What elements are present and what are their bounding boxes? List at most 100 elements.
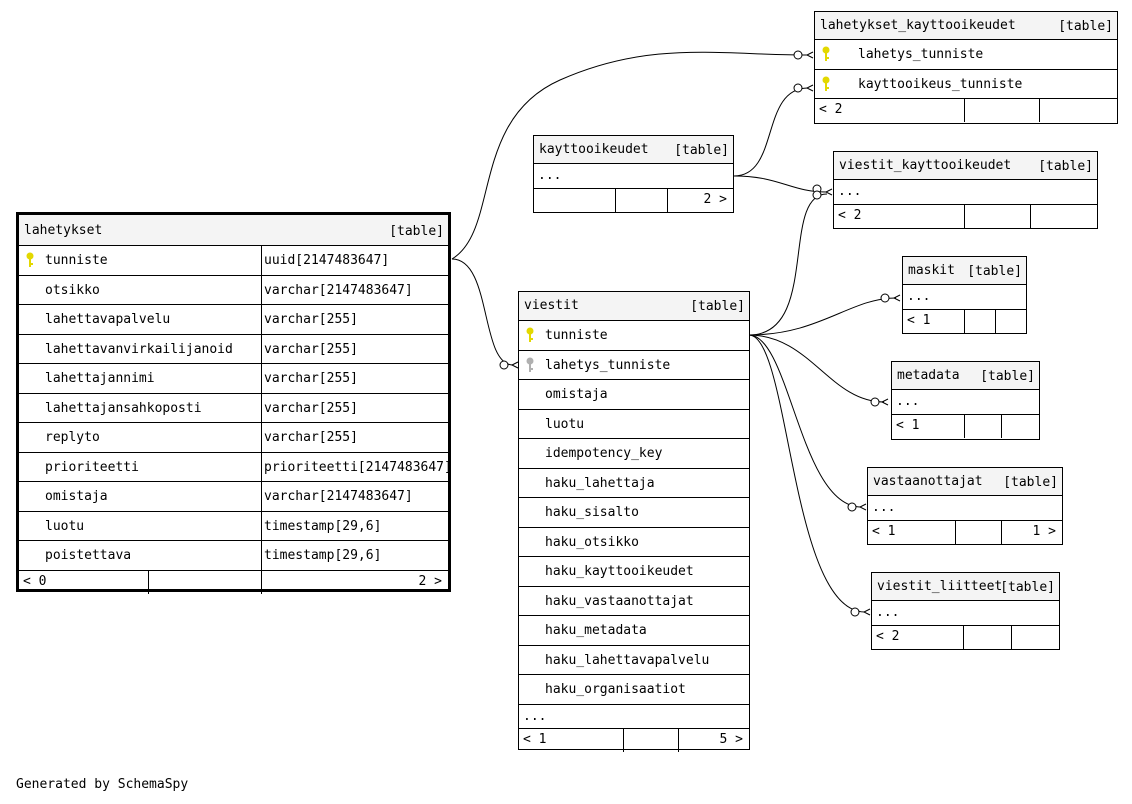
more-columns: ...	[838, 184, 862, 199]
column-name: haku_sisalto	[545, 505, 639, 520]
column-name: haku_metadata	[545, 623, 647, 638]
column-row: haku_metadata	[519, 616, 749, 646]
table-footer: < 2	[834, 205, 1097, 228]
column-name: tunniste	[45, 253, 108, 268]
table-footer: < 1 5 >	[519, 728, 749, 752]
table-name: lahetykset	[24, 223, 103, 238]
column-name: lahettajansahkoposti	[45, 400, 202, 416]
column-name: omistaja	[545, 387, 608, 402]
column-name: lahetys_tunniste	[858, 47, 984, 62]
table-name: vastaanottajat	[873, 474, 983, 489]
table-header: maskit[table]	[903, 257, 1026, 285]
children-count[interactable]: 2 >	[703, 192, 727, 207]
column-name: prioriteetti	[45, 459, 139, 475]
column-type: varchar[255]	[264, 341, 358, 357]
column-name: haku_lahettavapalvelu	[545, 652, 710, 668]
table-name: lahetykset_kayttooikeudet	[820, 18, 1016, 33]
column-name: haku_otsikko	[545, 534, 639, 550]
key-icon	[26, 252, 34, 267]
table-kayttooikeudet[interactable]: kayttooikeudet[table] ... 2 >	[533, 135, 734, 213]
column-name: haku_vastaanottajat	[545, 593, 694, 609]
column-row: haku_vastaanottajat	[519, 587, 749, 616]
link-kayttooikeudet-lahetykset-kayttooikeudet	[733, 87, 809, 177]
column-name: kayttooikeus_tunniste	[858, 76, 1023, 92]
more-columns: ...	[907, 289, 931, 304]
table-header: viestit[table]	[519, 292, 749, 321]
parents-count[interactable]: < 0	[23, 573, 47, 589]
column-name: tunniste	[545, 328, 608, 343]
children-count[interactable]: 2 >	[418, 573, 442, 589]
column-type: timestamp[29,6]	[264, 518, 382, 534]
column-name: otsikko	[45, 282, 100, 298]
table-type-label: [table]	[389, 224, 444, 239]
key-icon	[526, 357, 534, 372]
column-name: idempotency_key	[545, 446, 663, 461]
table-header: kayttooikeudet[table]	[534, 136, 733, 164]
table-header: lahetykset_kayttooikeudet [table]	[815, 12, 1117, 40]
table-footer: < 1	[903, 310, 1026, 333]
parents-count[interactable]: < 1	[896, 418, 920, 433]
column-row: haku_lahettaja	[519, 469, 749, 498]
table-name: viestit_kayttooikeudet	[839, 158, 1012, 173]
column-name: haku_kayttooikeudet	[545, 564, 694, 579]
link-viestit-viestit-liitteet	[748, 334, 866, 613]
column-type: varchar[255]	[264, 430, 358, 445]
table-viestit-liitteet[interactable]: viestit_liitteet[table] ... < 2	[871, 572, 1060, 650]
key-icon	[526, 327, 534, 342]
table-type-label: [table]	[1000, 580, 1055, 595]
table-footer: < 1	[892, 415, 1039, 438]
column-row: poistettava timestamp[29,6]	[19, 541, 448, 571]
table-name: maskit	[908, 263, 955, 278]
column-type: timestamp[29,6]	[264, 548, 382, 563]
table-header: vastaanottajat[table]	[868, 468, 1062, 496]
more-columns: ...	[872, 500, 896, 515]
table-type-label: [table]	[1058, 19, 1113, 34]
table-header: viestit_liitteet[table]	[872, 573, 1059, 601]
parents-count[interactable]: < 2	[876, 629, 900, 644]
parents-count[interactable]: < 1	[872, 524, 896, 539]
table-footer: < 2	[815, 99, 1117, 122]
column-row: ...	[872, 601, 1059, 626]
table-header: viestit_kayttooikeudet[table]	[834, 152, 1097, 180]
table-vastaanottajat[interactable]: vastaanottajat[table] ... < 1 1 >	[867, 467, 1063, 545]
column-type: varchar[255]	[264, 312, 358, 327]
column-name: replyto	[45, 430, 100, 445]
more-columns: ...	[538, 168, 562, 183]
table-lahetykset-kayttooikeudet[interactable]: lahetykset_kayttooikeudet [table] lahetys…	[814, 11, 1118, 124]
table-type-label: [table]	[674, 143, 729, 158]
table-footer: < 0 2 >	[19, 570, 448, 594]
column-row: ...	[903, 285, 1026, 310]
column-row: ...	[519, 705, 749, 729]
column-row: replyto varchar[255]	[19, 423, 448, 453]
table-viestit-kayttooikeudet[interactable]: viestit_kayttooikeudet[table] ... < 2	[833, 151, 1098, 229]
parents-count[interactable]: < 2	[838, 208, 862, 223]
table-type-label: [table]	[980, 369, 1035, 384]
link-viestit-viestit-kayttooikeudet	[748, 193, 828, 336]
column-name: luotu	[545, 416, 585, 432]
column-row: omistaja	[519, 380, 749, 410]
link-viestit-maskit	[748, 297, 897, 336]
children-count[interactable]: 5 >	[719, 731, 743, 747]
table-maskit[interactable]: maskit[table] ... < 1	[902, 256, 1027, 334]
column-row: ...	[534, 164, 733, 189]
column-row: haku_organisaatiot	[519, 675, 749, 705]
column-row: idempotency_key	[519, 439, 749, 469]
table-name: viestit_liitteet	[877, 579, 1003, 594]
parents-count[interactable]: < 1	[907, 313, 931, 328]
parents-count[interactable]: < 2	[819, 102, 843, 117]
children-count[interactable]: 1 >	[1032, 524, 1056, 539]
column-row: haku_otsikko	[519, 528, 749, 557]
column-name: poistettava	[45, 548, 132, 563]
table-footer: 2 >	[534, 189, 733, 212]
table-name: metadata	[897, 368, 960, 383]
table-metadata[interactable]: metadata[table] ... < 1	[891, 361, 1040, 440]
table-footer: < 1 1 >	[868, 521, 1062, 544]
table-name: viestit	[524, 298, 579, 313]
parents-count[interactable]: < 1	[523, 731, 547, 747]
column-type: varchar[255]	[264, 400, 358, 416]
